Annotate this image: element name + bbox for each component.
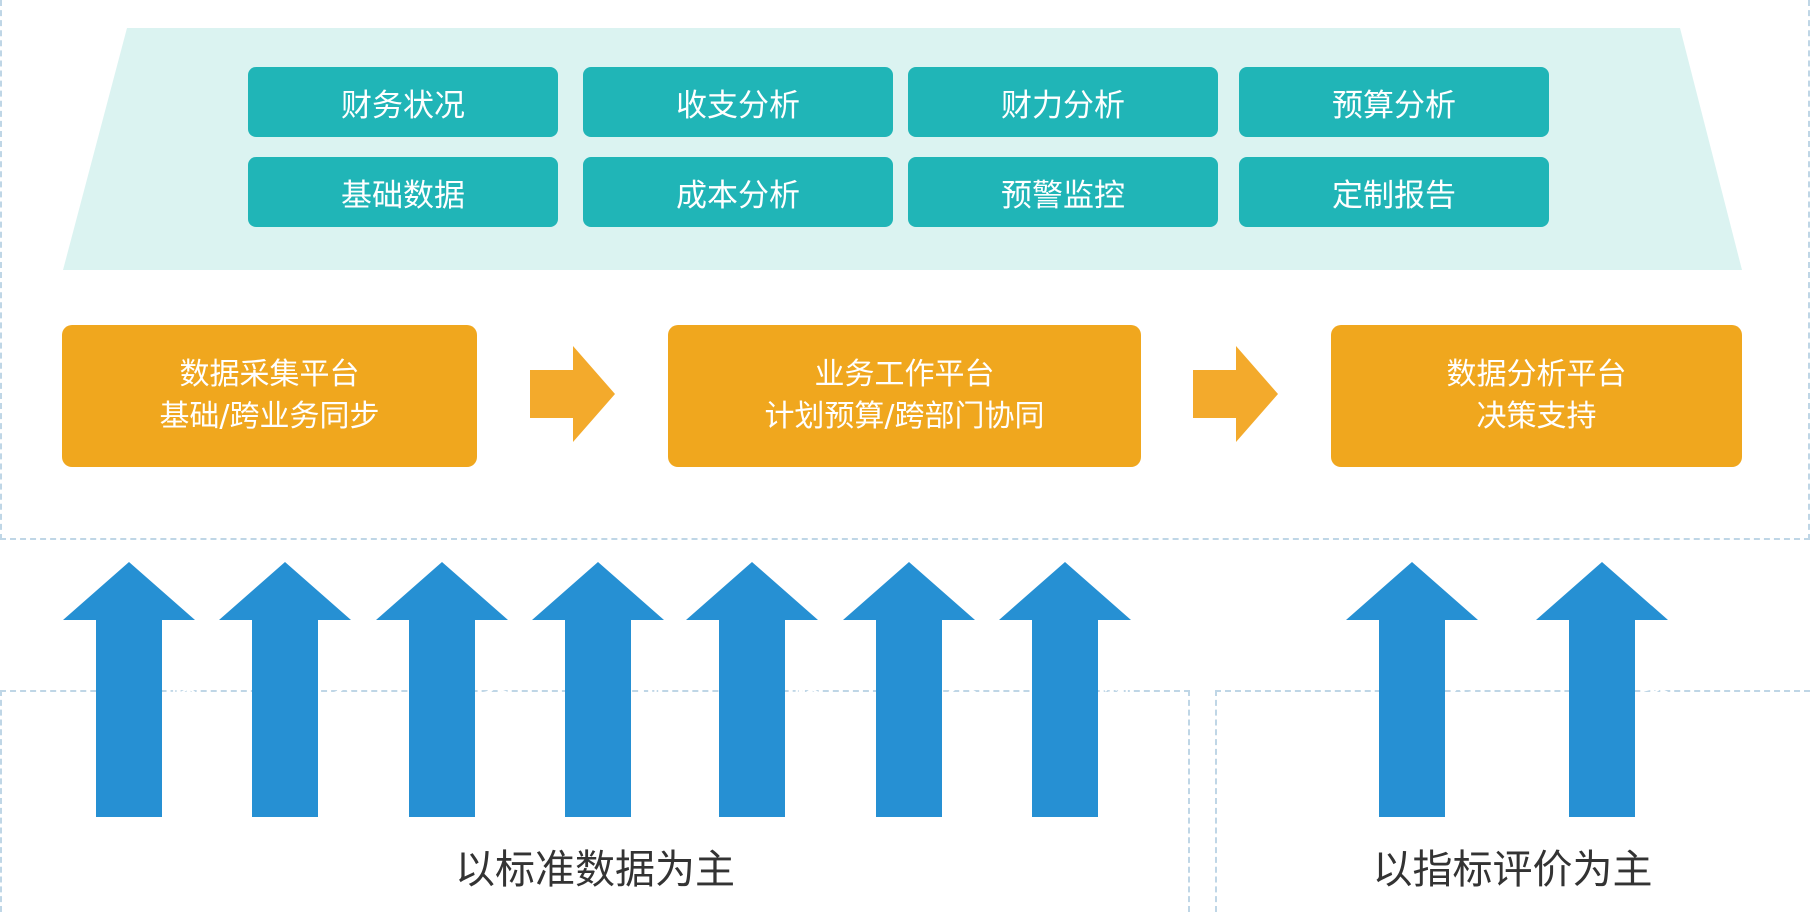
up-arrow-icon	[1346, 562, 1478, 817]
analysis-panel	[63, 28, 1742, 270]
data-source-label: 预算数据	[161, 665, 196, 785]
caption-standard-data: 以标准数据为主	[455, 847, 735, 893]
platform-data-collection: 数据采集平台 基础/跨业务同步	[62, 325, 477, 467]
flow-arrow-right-icon	[530, 346, 615, 442]
evaluation-label: 财务评价	[1444, 665, 1479, 785]
data-source-label: 人员数据	[941, 665, 976, 785]
platform-title: 数据采集平台	[179, 357, 360, 392]
data-source-label: 报销数据	[784, 665, 819, 785]
up-arrow-icon	[532, 562, 664, 817]
data-source-label: 核算数据	[317, 665, 352, 785]
module-financial-status[interactable]: 财务状况	[248, 67, 558, 137]
module-income-expense-analysis[interactable]: 收支分析	[583, 67, 893, 137]
platform-subtitle: 决策支持	[1476, 399, 1597, 434]
up-arrow-icon	[219, 562, 351, 817]
caption-indicator-evaluation: 以指标评价为主	[1372, 847, 1653, 893]
up-arrow-icon	[63, 562, 195, 817]
up-arrow-icon	[1536, 562, 1668, 817]
bottom-right-dashed-frame	[1215, 690, 1810, 912]
platform-business-work: 业务工作平台 计划预算/跨部门协同	[668, 325, 1141, 467]
data-source-label: 存货数据	[630, 665, 665, 785]
up-arrow-icon	[686, 562, 818, 817]
platform-data-analysis: 数据分析平台 决策支持	[1331, 325, 1742, 467]
module-cost-analysis[interactable]: 成本分析	[583, 157, 893, 227]
platform-title: 数据分析平台	[1446, 357, 1627, 392]
platform-subtitle: 计划预算/跨部门协同	[764, 399, 1045, 434]
data-source-label: 资产数据	[474, 665, 509, 785]
evaluation-label: 绩效评价	[1634, 665, 1669, 785]
flow-arrow-right-icon	[1193, 346, 1278, 442]
platform-subtitle: 基础/跨业务同步	[159, 399, 380, 434]
top-dashed-frame	[0, 0, 1810, 540]
up-arrow-icon	[999, 562, 1131, 817]
up-arrow-icon	[376, 562, 508, 817]
module-budget-analysis[interactable]: 预算分析	[1239, 67, 1549, 137]
module-basic-data[interactable]: 基础数据	[248, 157, 558, 227]
platform-title: 业务工作平台	[814, 357, 995, 392]
module-warning-monitor[interactable]: 预警监控	[908, 157, 1218, 227]
up-arrow-icon	[843, 562, 975, 817]
module-custom-report[interactable]: 定制报告	[1239, 157, 1549, 227]
module-financial-capacity-analysis[interactable]: 财力分析	[908, 67, 1218, 137]
data-source-label: 薪资数据	[1097, 665, 1132, 785]
analysis-panel-trapezoid	[63, 28, 1742, 270]
